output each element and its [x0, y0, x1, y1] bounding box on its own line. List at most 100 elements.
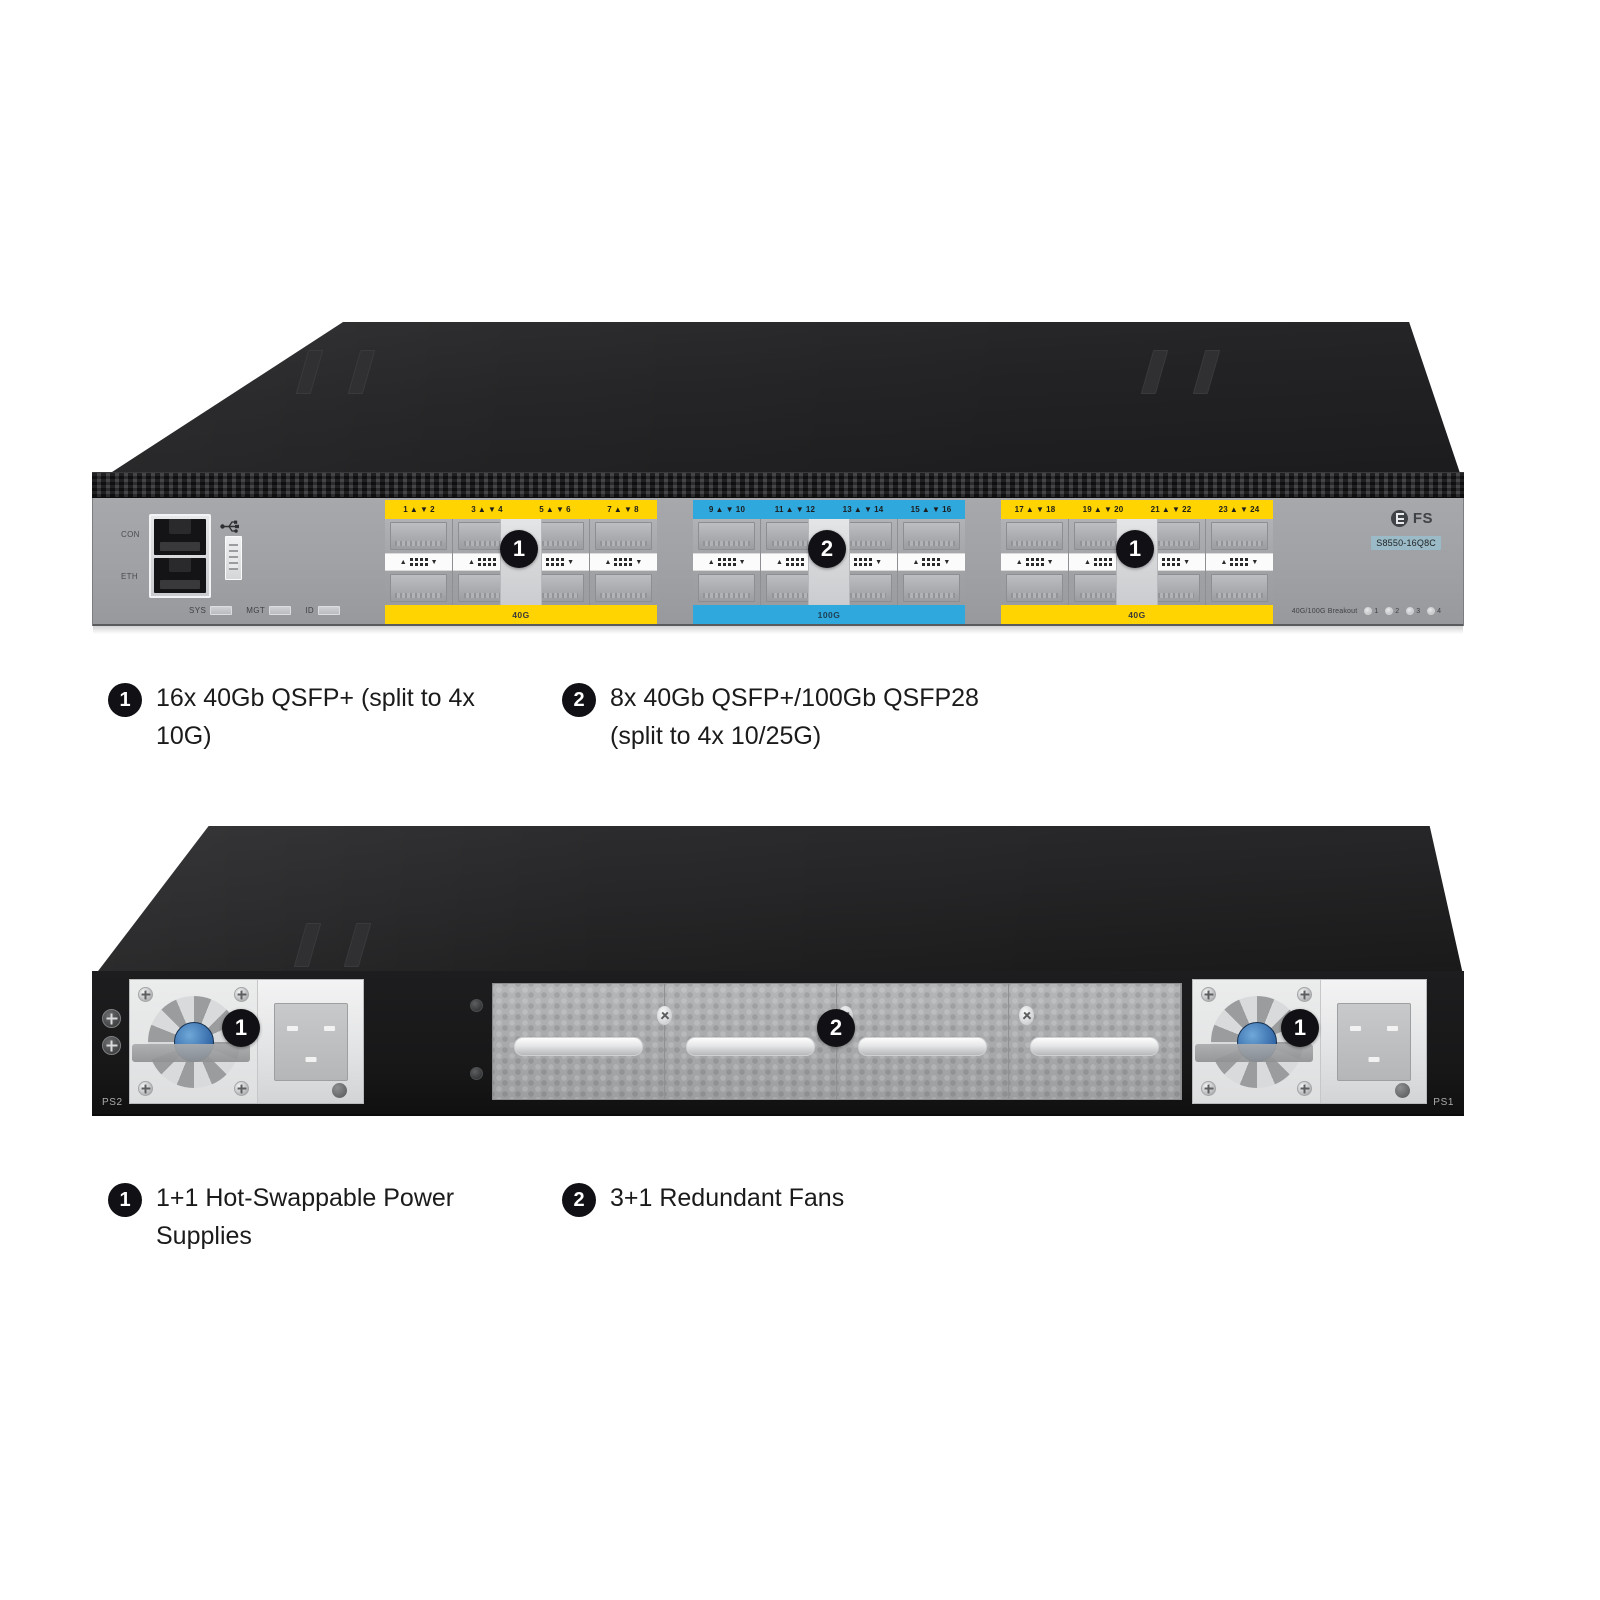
fan-module[interactable]	[1009, 984, 1181, 1099]
breakout-led-number: 2	[1395, 607, 1400, 615]
downlink-arrow-icon: ▼	[1240, 505, 1249, 514]
fan-bay-screw[interactable]	[1019, 1006, 1034, 1025]
qsfp28-cage-upper[interactable]	[902, 522, 960, 550]
led-sys: SYS	[189, 606, 233, 615]
port-number: 6	[566, 505, 571, 514]
breakout-led-3: 3	[1406, 607, 1420, 615]
ps1-screw[interactable]	[1297, 987, 1312, 1002]
led-dot-grid	[785, 558, 804, 566]
qsfp-cage-lower[interactable]	[594, 574, 652, 602]
ps2-screw[interactable]	[234, 987, 249, 1002]
fan-module[interactable]	[837, 984, 1009, 1099]
qsfp-port-pair[interactable]: ▲▼	[1001, 519, 1070, 605]
ps1-ac-socket[interactable]	[1336, 1002, 1411, 1081]
downlink-arrow-icon: ▼	[1172, 505, 1181, 514]
port-number: 7	[607, 505, 612, 514]
led-dot-grid	[717, 558, 736, 566]
qsfp-cage-upper[interactable]	[390, 522, 448, 550]
ps2-screw[interactable]	[138, 987, 153, 1002]
ground-screw-icon	[102, 1009, 121, 1028]
ps1-ac-inlet-area[interactable]	[1321, 980, 1426, 1103]
ps2-ac-socket[interactable]	[273, 1002, 348, 1081]
port-group-2[interactable]: 9▲▼10 11▲▼12 13▲▼14 15▲▼16 ▲▼	[693, 500, 965, 624]
down-triangle-icon: ▼	[1046, 558, 1054, 566]
ps1-screw[interactable]	[1297, 1081, 1312, 1096]
qsfp28-cage-lower[interactable]	[902, 574, 960, 602]
front-air-vent-strip	[92, 472, 1464, 498]
fan-module-handle[interactable]	[857, 1036, 988, 1056]
qsfp28-cage-lower[interactable]	[698, 574, 756, 602]
qsfp-cage-upper[interactable]	[1210, 522, 1268, 550]
port-group-1-top-band: 1▲▼2 3▲▼4 5▲▼6 7▲▼8	[385, 500, 657, 519]
front-faceplate: CON ETH SYS	[92, 498, 1464, 634]
qsfp-port-pair[interactable]: ▲▼	[589, 519, 657, 605]
uplink-arrow-icon: ▲	[1161, 505, 1170, 514]
downlink-arrow-icon: ▼	[725, 505, 734, 514]
up-triangle-icon: ▲	[1083, 558, 1091, 566]
ethernet-mgmt-port[interactable]	[154, 557, 206, 593]
fan-module-handle[interactable]	[685, 1036, 816, 1056]
fan-module[interactable]	[493, 984, 665, 1099]
port-number: 10	[735, 505, 746, 514]
port-number: 14	[874, 505, 884, 514]
qsfp-cage-upper[interactable]	[594, 522, 652, 550]
usb-port[interactable]	[225, 536, 242, 580]
uplink-arrow-icon: ▲	[409, 505, 418, 514]
qsfp28-port-pair[interactable]: ▲▼	[693, 519, 762, 605]
ps1-screw[interactable]	[1201, 1081, 1216, 1096]
port-pair-label: 3▲▼4	[453, 500, 521, 519]
ps1-release-knob[interactable]	[1395, 1083, 1410, 1098]
fan-module-handle[interactable]	[513, 1036, 644, 1056]
callout-badge-psu-right: 1	[1281, 1009, 1319, 1047]
ps2-handle[interactable]	[132, 1043, 250, 1062]
port-group-3-bottom-band: 40G	[1001, 605, 1273, 624]
power-supply-ps1[interactable]	[1192, 979, 1427, 1104]
port-number: 17	[1014, 505, 1024, 514]
port-pair-label: 21▲▼22	[1137, 500, 1205, 519]
rear-legend-item-2: 2 3+1 Redundant Fans	[562, 1180, 1002, 1218]
uplink-arrow-icon: ▲	[785, 505, 794, 514]
fs-brand-logo: FS	[1390, 510, 1433, 527]
qsfp28-port-pair[interactable]: ▲▼	[897, 519, 965, 605]
qsfp-cage-lower[interactable]	[1210, 574, 1268, 602]
qsfp-port-pair[interactable]: ▲▼	[1205, 519, 1273, 605]
ps2-label: PS2	[102, 1097, 123, 1108]
down-triangle-icon: ▼	[567, 558, 575, 566]
rj45-port-stack[interactable]	[149, 514, 211, 598]
port-number: 12	[805, 505, 816, 514]
ps2-screw[interactable]	[138, 1081, 153, 1096]
ac-pin	[1386, 1025, 1398, 1031]
breakout-led-dot	[1364, 607, 1373, 615]
ps2-release-knob[interactable]	[332, 1083, 347, 1098]
rear-legend-item-1: 1 1+1 Hot-Swappable Power Supplies	[108, 1180, 528, 1255]
port-pair-label: 13▲▼14	[829, 500, 897, 519]
downlink-arrow-icon: ▼	[420, 505, 429, 514]
port-pair-label: 5▲▼6	[521, 500, 589, 519]
fan-bay-screw[interactable]	[657, 1006, 672, 1025]
port-pair-label: 11▲▼12	[761, 500, 829, 519]
ps1-handle[interactable]	[1195, 1043, 1313, 1062]
uplink-arrow-icon: ▲	[477, 505, 486, 514]
legend-text-2: 8x 40Gb QSFP+/100Gb QSFP28 (split to 4x …	[610, 684, 979, 750]
port-group-3[interactable]: 17▲▼18 19▲▼20 21▲▼22 23▲▼24 ▲▼	[1001, 500, 1273, 624]
ps2-ac-inlet-area[interactable]	[258, 980, 363, 1103]
qsfp28-cage-upper[interactable]	[698, 522, 756, 550]
up-triangle-icon: ▲	[1220, 558, 1228, 566]
qsfp-pair-led-strip: ▲▼	[1001, 553, 1069, 571]
qsfp-cage-upper[interactable]	[1006, 522, 1064, 550]
console-port[interactable]	[154, 519, 206, 555]
chassis-rivet	[470, 1067, 483, 1080]
breakout-led-number: 1	[1374, 607, 1379, 615]
uplink-arrow-icon: ▲	[1093, 505, 1102, 514]
down-triangle-icon: ▼	[738, 558, 746, 566]
fan-module[interactable]	[665, 984, 837, 1099]
ps2-screw[interactable]	[234, 1081, 249, 1096]
qsfp-cage-lower[interactable]	[390, 574, 448, 602]
fan-module-handle[interactable]	[1029, 1036, 1160, 1056]
ps1-screw[interactable]	[1201, 987, 1216, 1002]
qsfp-cage-lower[interactable]	[1006, 574, 1064, 602]
ac-pin	[1349, 1025, 1361, 1031]
chassis-rivet	[470, 999, 483, 1012]
down-triangle-icon: ▼	[1251, 558, 1259, 566]
qsfp-port-pair[interactable]: ▲▼	[385, 519, 454, 605]
